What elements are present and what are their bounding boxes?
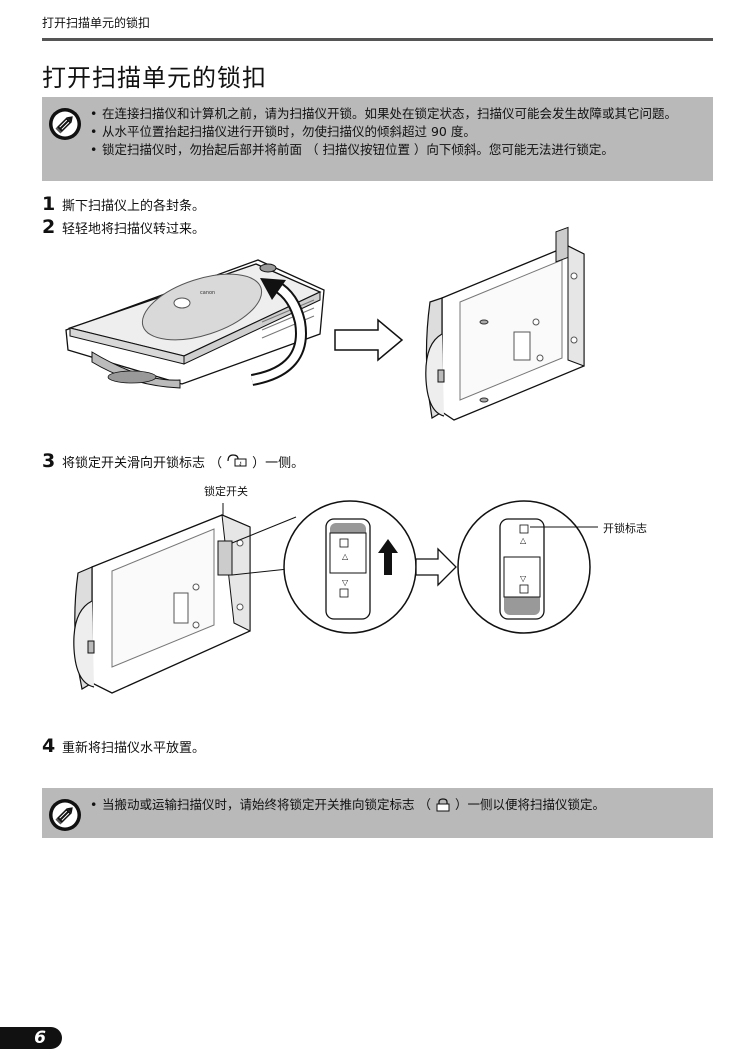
- lock-switch-label: 锁定开关: [204, 485, 248, 498]
- step-3: 3 将锁定开关滑向开锁标志 （ ⚷ ）一侧。: [42, 450, 304, 472]
- step-number: 2: [42, 216, 56, 238]
- running-head: 打开扫描单元的锁扣: [42, 16, 151, 30]
- step-4: 4 重新将扫描仪水平放置。: [42, 735, 205, 757]
- unlock-mark-label: 开锁标志: [603, 522, 647, 535]
- note-item: 当搬动或运输扫描仪时，请始终将锁定开关推向锁定标志 （）一侧以便将扫描仪锁定。: [90, 796, 701, 814]
- pencil-note-icon: [49, 108, 81, 140]
- step-2: 2 轻轻地将扫描仪转过来。: [42, 216, 205, 238]
- page-number-badge: 6: [0, 1027, 62, 1049]
- note-item: 从水平位置抬起扫描仪进行开锁时，勿使扫描仪的倾斜超过 90 度。: [90, 123, 701, 141]
- svg-text:⚷: ⚷: [239, 461, 243, 467]
- step-1: 1 撕下扫描仪上的各封条。: [42, 193, 205, 215]
- step-text: 轻轻地将扫描仪转过来。: [62, 222, 206, 237]
- note-box-transport: 当搬动或运输扫描仪时，请始终将锁定开关推向锁定标志 （）一侧以便将扫描仪锁定。: [42, 788, 713, 838]
- page-title: 打开扫描单元的锁扣: [42, 64, 267, 92]
- note-list: 在连接扫描仪和计算机之前，请为扫描仪开锁。如果处在锁定状态，扫描仪可能会发生故障…: [90, 105, 701, 159]
- svg-text:▽: ▽: [520, 574, 527, 583]
- step-text: 将锁定开关滑向开锁标志 （: [62, 456, 223, 471]
- pencil-note-icon: [49, 799, 81, 831]
- right-arrow-icon: [334, 318, 404, 362]
- scanner-brand-label: canon: [200, 290, 215, 296]
- scanner-standing-illustration: [425, 226, 585, 421]
- note-item: 锁定扫描仪时，勿抬起后部并将前面 （ 扫描仪按钮位置 ）向下倾斜。您可能无法进行…: [90, 141, 701, 159]
- step-number: 4: [42, 735, 56, 757]
- note-list: 当搬动或运输扫描仪时，请始终将锁定开关推向锁定标志 （）一侧以便将扫描仪锁定。: [90, 796, 701, 814]
- step-text: ）一侧。: [252, 456, 305, 471]
- svg-text:△: △: [342, 552, 349, 561]
- scanner-flat-illustration: canon: [65, 259, 325, 389]
- step-text: 撕下扫描仪上的各封条。: [62, 199, 206, 214]
- step-number: 1: [42, 193, 56, 215]
- lock-switch-illustration: △ ▽ △ ▽: [73, 500, 598, 694]
- note-box: 在连接扫描仪和计算机之前，请为扫描仪开锁。如果处在锁定状态，扫描仪可能会发生故障…: [42, 97, 713, 181]
- svg-text:△: △: [520, 536, 527, 545]
- header-rule: [42, 38, 713, 41]
- step-number: 3: [42, 450, 56, 472]
- step-text: 重新将扫描仪水平放置。: [62, 741, 206, 756]
- svg-text:▽: ▽: [342, 578, 349, 587]
- unlock-mark-icon: ⚷: [227, 454, 247, 467]
- lock-mark-icon: [436, 798, 450, 812]
- note-item: 在连接扫描仪和计算机之前，请为扫描仪开锁。如果处在锁定状态，扫描仪可能会发生故障…: [90, 105, 701, 123]
- page-number: 6: [34, 1028, 46, 1048]
